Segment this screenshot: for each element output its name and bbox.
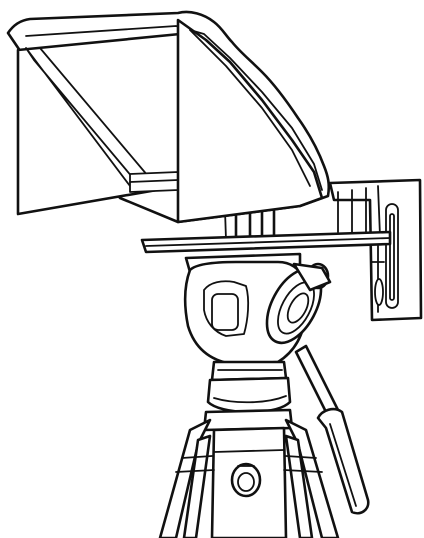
tripod-column — [202, 408, 294, 538]
tripod-legs — [158, 418, 340, 538]
mounting-bracket — [328, 178, 423, 322]
camera-rail — [140, 230, 392, 254]
prompter-hood — [6, 10, 331, 224]
fluid-head — [183, 252, 332, 414]
pan-handle — [294, 344, 370, 515]
